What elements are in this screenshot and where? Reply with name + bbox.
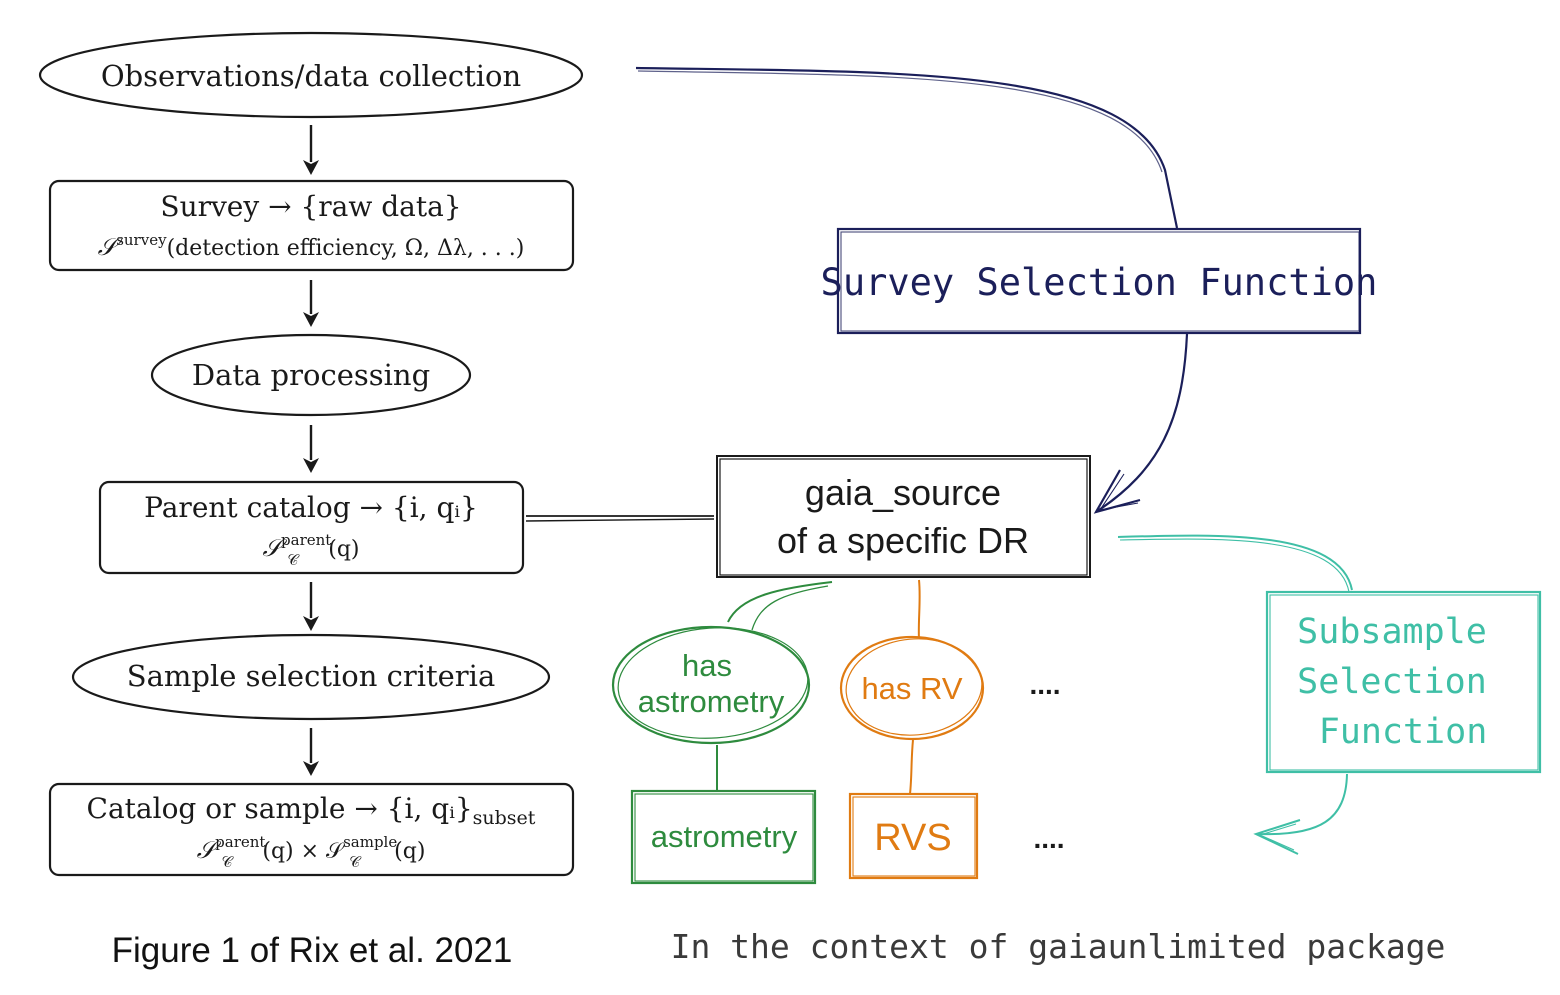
green-connector-top-sketch [751, 585, 829, 631]
survey-down-arrowhead [1093, 469, 1141, 514]
subsample-selection-box-sketch [1269, 594, 1539, 771]
rvs-table-label: RVS [874, 817, 951, 859]
orange-connector-top [917, 579, 921, 641]
catalog-sample-title-main: Catalog or sample → {i, qᵢ} [87, 792, 473, 825]
orange-connector-bottom [909, 739, 914, 795]
catalog-s-mid: (q) × 𝒮 [262, 839, 345, 864]
astrometry-table-label: astrometry [651, 819, 798, 854]
teal-top-curve [1117, 534, 1353, 591]
right-diagram: Survey Selection Function gaia_source of… [525, 66, 1542, 966]
gaia-source-box-sketch [719, 458, 1088, 576]
catalog-sample-title: Catalog or sample → {i, qᵢ}subset [87, 792, 536, 829]
has-astrometry-line2: astrometry [638, 684, 785, 719]
ellipsis-bottom: .... [1033, 823, 1064, 854]
parent-catalog-title: Parent catalog → {i, qᵢ} [144, 491, 478, 524]
catalog-sample-box [48, 782, 575, 877]
subsample-line2: Selection [1297, 662, 1487, 702]
catalog-s-sub1: 𝒞 [221, 853, 234, 871]
arrowhead-4 [303, 616, 319, 631]
survey-down-arrowhead-sketch [1098, 473, 1139, 511]
survey-top-curve [635, 66, 1179, 229]
teal-bottom-arrowhead-sketch [1258, 823, 1297, 851]
green-connector-top [727, 581, 833, 623]
parent-gaia-connector-sketch [525, 518, 715, 522]
catalog-s-sup1: parent [215, 833, 265, 851]
parent-s-sup: parent [281, 531, 331, 549]
parent-catalog-box [98, 480, 525, 575]
observations-ellipse [38, 31, 584, 119]
data-processing-ellipse [150, 333, 472, 417]
astrometry-table-box-sketch [634, 793, 814, 882]
gaia-source-line2: of a specific DR [777, 520, 1029, 561]
survey-subtitle: 𝒮survey(detection efficiency, Ω, Δλ, . .… [98, 231, 525, 261]
teal-bottom-curve [1257, 773, 1348, 836]
arrowhead-1 [303, 160, 319, 175]
rvs-table-box [848, 792, 979, 880]
survey-selection-label: Survey Selection Function [821, 261, 1378, 304]
has-rv-ellipse-sketch [845, 638, 983, 736]
subsample-selection-box [1265, 590, 1542, 774]
gaia-source-line1: gaia_source [805, 472, 1001, 513]
sample-selection-label: Sample selection criteria [127, 659, 496, 693]
survey-top-curve-sketch [637, 70, 1163, 173]
parent-s-args: (q) [328, 537, 359, 562]
has-rv-label: has RV [861, 671, 962, 706]
subsample-line3: Function [1319, 712, 1488, 752]
astrometry-table-box [630, 789, 817, 885]
data-processing-label: Data processing [192, 358, 430, 392]
left-caption: Figure 1 of Rix et al. 2021 [112, 931, 513, 970]
has-astrometry-line1: has [682, 648, 732, 683]
observations-label: Observations/data collection [101, 59, 521, 93]
teal-top-curve-sketch [1119, 538, 1350, 593]
catalog-s-sup2: sample [343, 833, 397, 851]
sample-selection-ellipse [71, 633, 551, 721]
rvs-table-box-sketch [852, 796, 976, 877]
right-caption: In the context of gaiaunlimited package [671, 927, 1446, 966]
catalog-s-sub2: 𝒞 [349, 853, 362, 871]
survey-down-curve [1095, 333, 1189, 513]
catalog-s-end: (q) [394, 839, 425, 864]
survey-selection-box [836, 227, 1362, 335]
survey-title: Survey → {raw data} [160, 190, 461, 223]
survey-s-args: (detection efficiency, Ω, Δλ, . . .) [167, 236, 525, 261]
arrowhead-3 [303, 458, 319, 473]
survey-selection-box-sketch [840, 231, 1360, 332]
survey-box [48, 179, 575, 272]
ellipsis-top: .... [1029, 669, 1060, 700]
subsample-line1: Subsample [1297, 612, 1487, 652]
left-flowchart: Observations/data collection Survey → {r… [38, 31, 584, 970]
gaia-source-box [716, 455, 1091, 578]
parent-s-sub: 𝒞 [287, 551, 300, 569]
arrowhead-5 [303, 761, 319, 776]
has-rv-ellipse [839, 635, 985, 741]
catalog-sample-title-sub: subset [473, 807, 536, 829]
survey-s-sup: survey [116, 231, 167, 249]
has-astrometry-ellipse [611, 625, 811, 745]
arrowhead-2 [303, 312, 319, 327]
teal-bottom-arrowhead [1253, 819, 1301, 855]
has-astrometry-ellipse-sketch [617, 627, 809, 739]
